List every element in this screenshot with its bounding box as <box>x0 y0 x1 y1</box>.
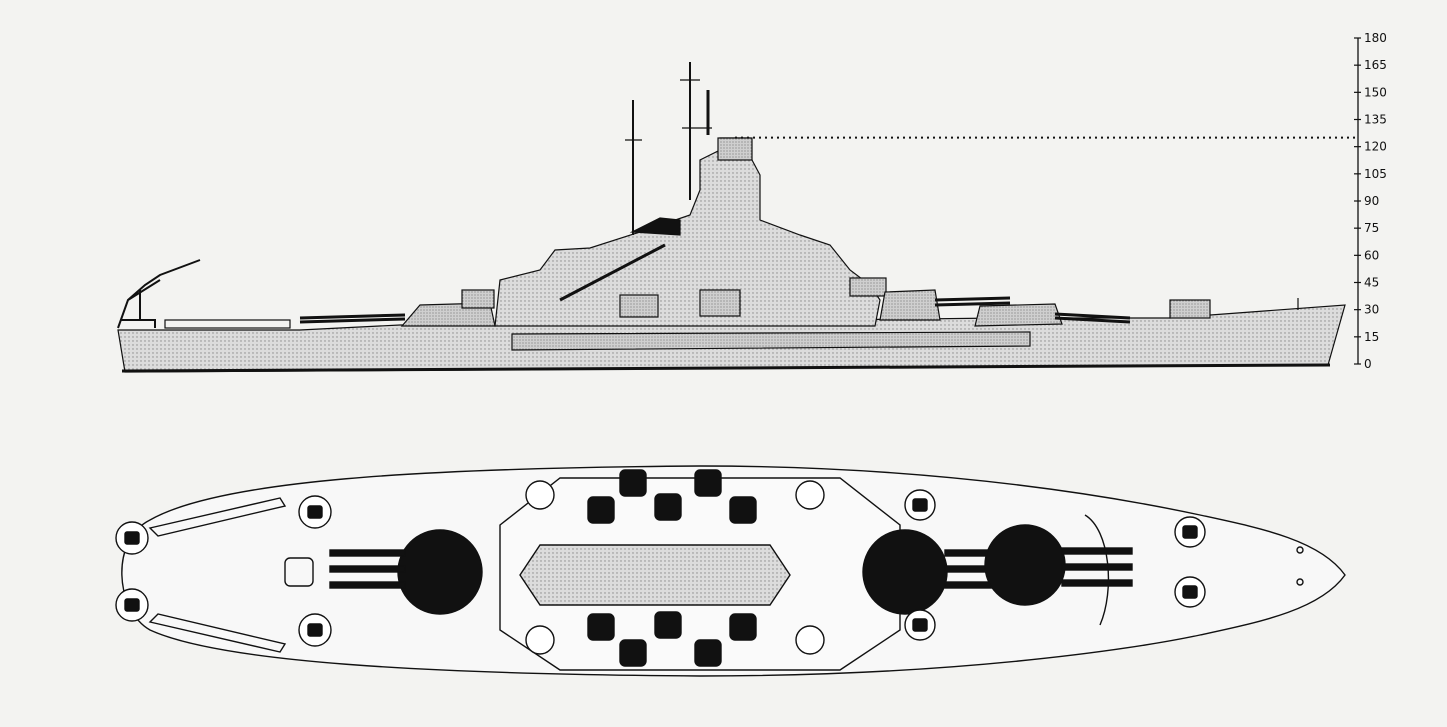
height-scale-label: 150 <box>1364 85 1387 99</box>
main-director <box>717 137 753 161</box>
secondary-mount-aft <box>461 289 495 309</box>
secondary-mount-1 <box>619 294 659 318</box>
height-scale-label: 0 <box>1364 357 1372 371</box>
height-scale-label: 165 <box>1364 58 1387 72</box>
height-scale-label: 75 <box>1364 221 1379 235</box>
secondary-mount-2 <box>699 289 741 317</box>
forward-main-turret-1-plan <box>984 524 1066 606</box>
plan-view <box>115 465 1346 677</box>
height-scale-label: 120 <box>1364 140 1387 154</box>
superstructure <box>494 137 881 327</box>
height-scale-label: 90 <box>1364 194 1379 208</box>
aft-deckhouse <box>284 557 314 587</box>
height-scale-label: 45 <box>1364 276 1379 290</box>
height-scale-label: 105 <box>1364 167 1387 181</box>
height-scale-label: 15 <box>1364 330 1379 344</box>
aft-deck-rail <box>164 319 291 329</box>
breakwater <box>1084 514 1110 626</box>
height-scale-label: 135 <box>1364 113 1387 127</box>
aft-main-turret-plan <box>397 529 483 615</box>
aircraft-crane <box>117 259 201 329</box>
height-scale-label: 30 <box>1364 303 1379 317</box>
catapult-port <box>148 497 287 537</box>
catapult-starboard <box>148 613 287 653</box>
height-scale-label: 180 <box>1364 31 1387 45</box>
secondary-mount-3 <box>849 277 887 297</box>
bow-gun-tub <box>1169 299 1211 319</box>
height-scale-label: 60 <box>1364 248 1379 262</box>
waterline <box>121 363 1331 373</box>
funnel-cap <box>629 217 681 236</box>
armor-belt <box>511 331 1031 351</box>
side-profile-view <box>117 62 1346 373</box>
tower-outline <box>519 544 791 606</box>
forward-main-turret-2 <box>879 289 941 321</box>
forward-main-turret-2-plan <box>862 529 948 615</box>
secondary-turrets <box>587 469 757 667</box>
forward-main-turret-1 <box>974 303 1063 327</box>
gun-tub-mounts <box>124 498 1198 637</box>
